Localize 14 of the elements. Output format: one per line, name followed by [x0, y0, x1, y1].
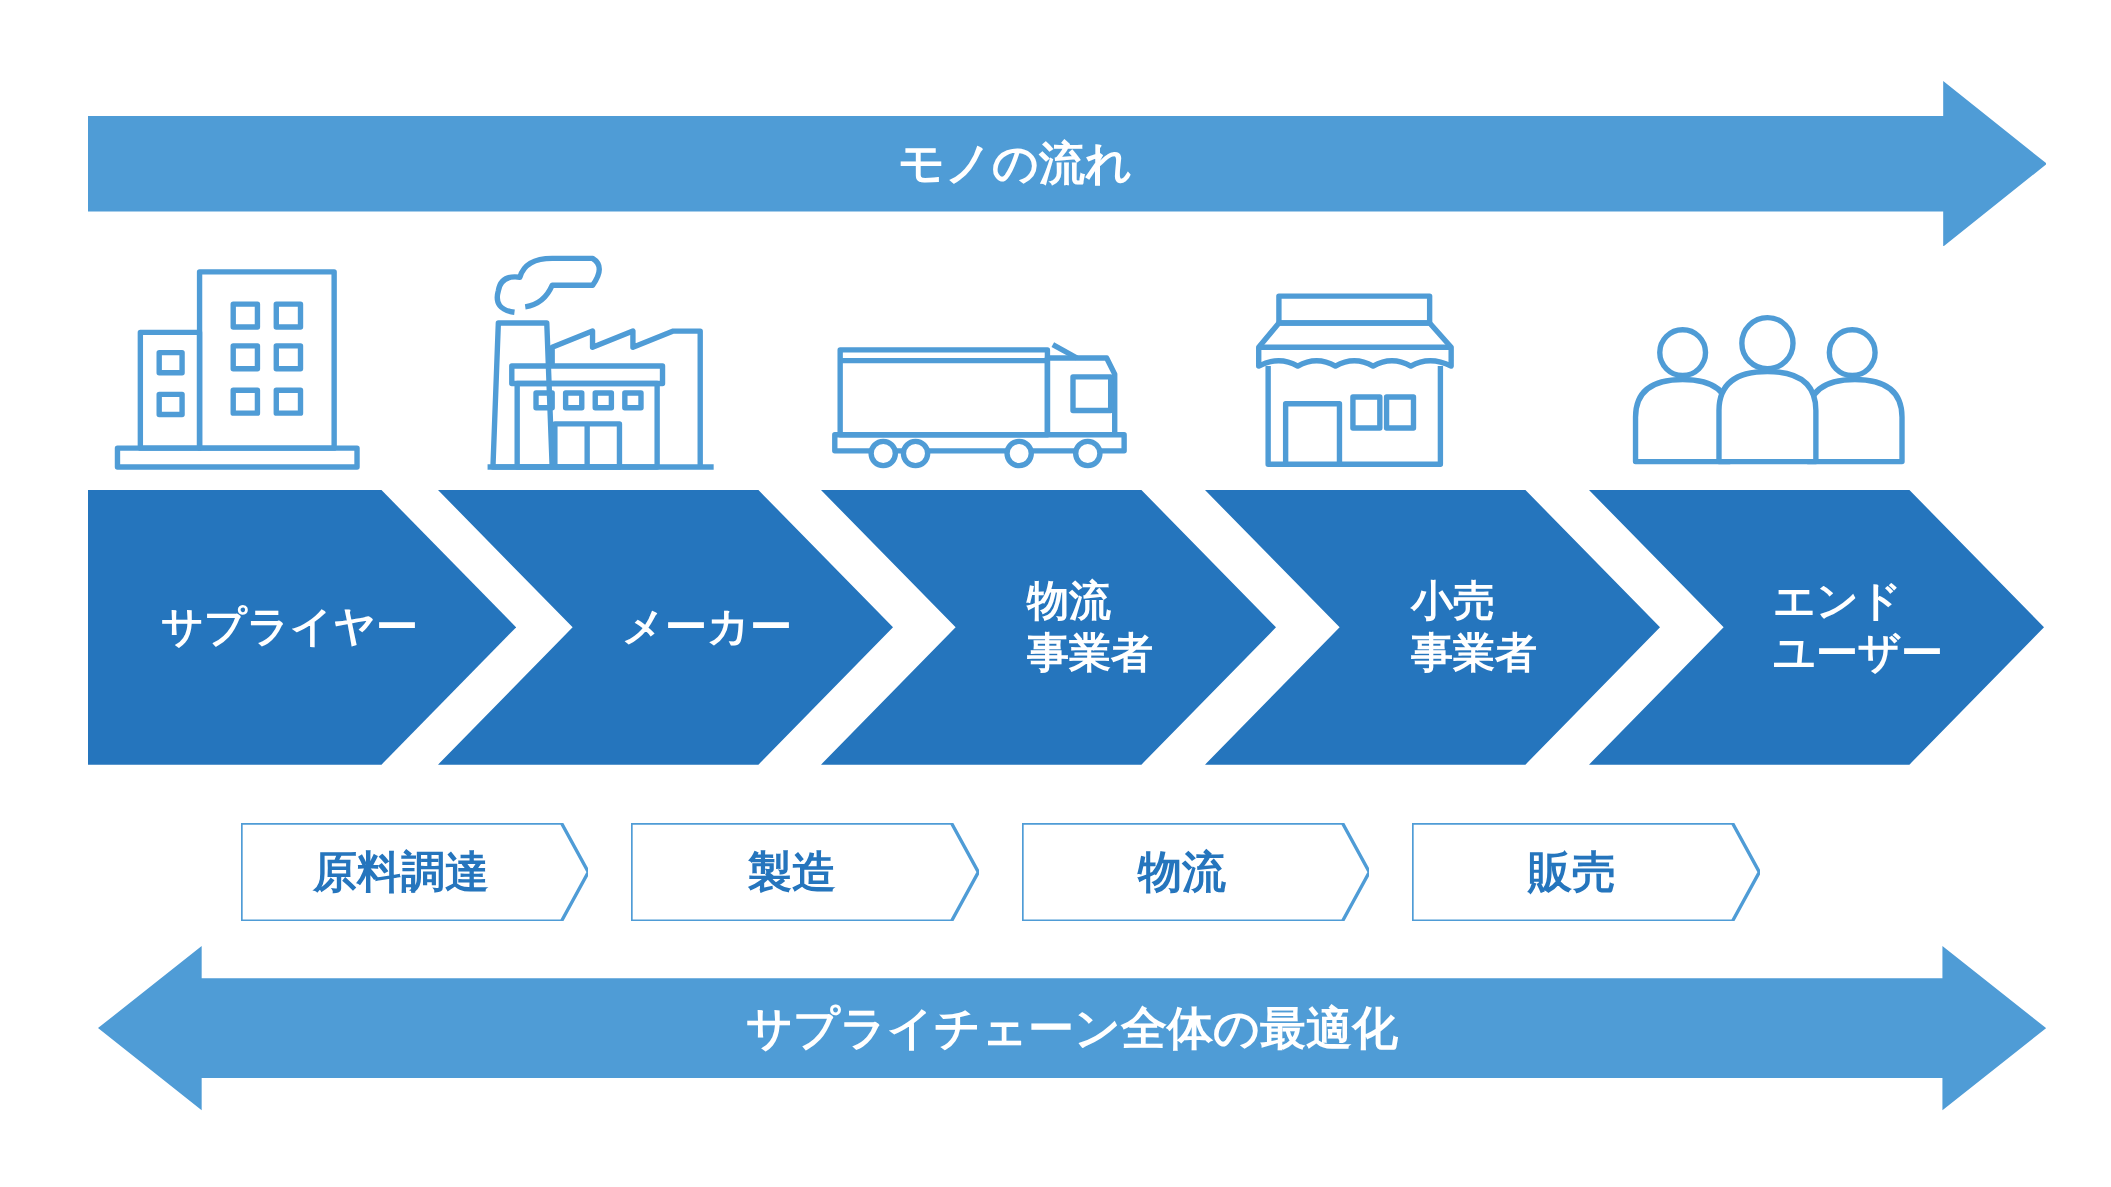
node-label: サプライチェーン全体の最適化 [746, 999, 1399, 1057]
node-label: メーカー [621, 601, 792, 654]
node-label: 小売 [1411, 574, 1496, 627]
node-label: 販売 [1528, 845, 1617, 900]
node-label: サプライヤー [160, 601, 418, 654]
node-label: 事業者 [1027, 627, 1154, 680]
node-label: 物流 [1138, 845, 1227, 900]
node-label: 事業者 [1411, 627, 1538, 680]
node-label: エンド [1772, 574, 1902, 627]
node-label: モノの流れ [898, 134, 1133, 192]
node-label: 物流 [1027, 574, 1112, 627]
node-label: ユーザー [1772, 627, 1943, 680]
node-label: 原料調達 [313, 845, 490, 900]
node-label: 製造 [747, 845, 836, 900]
